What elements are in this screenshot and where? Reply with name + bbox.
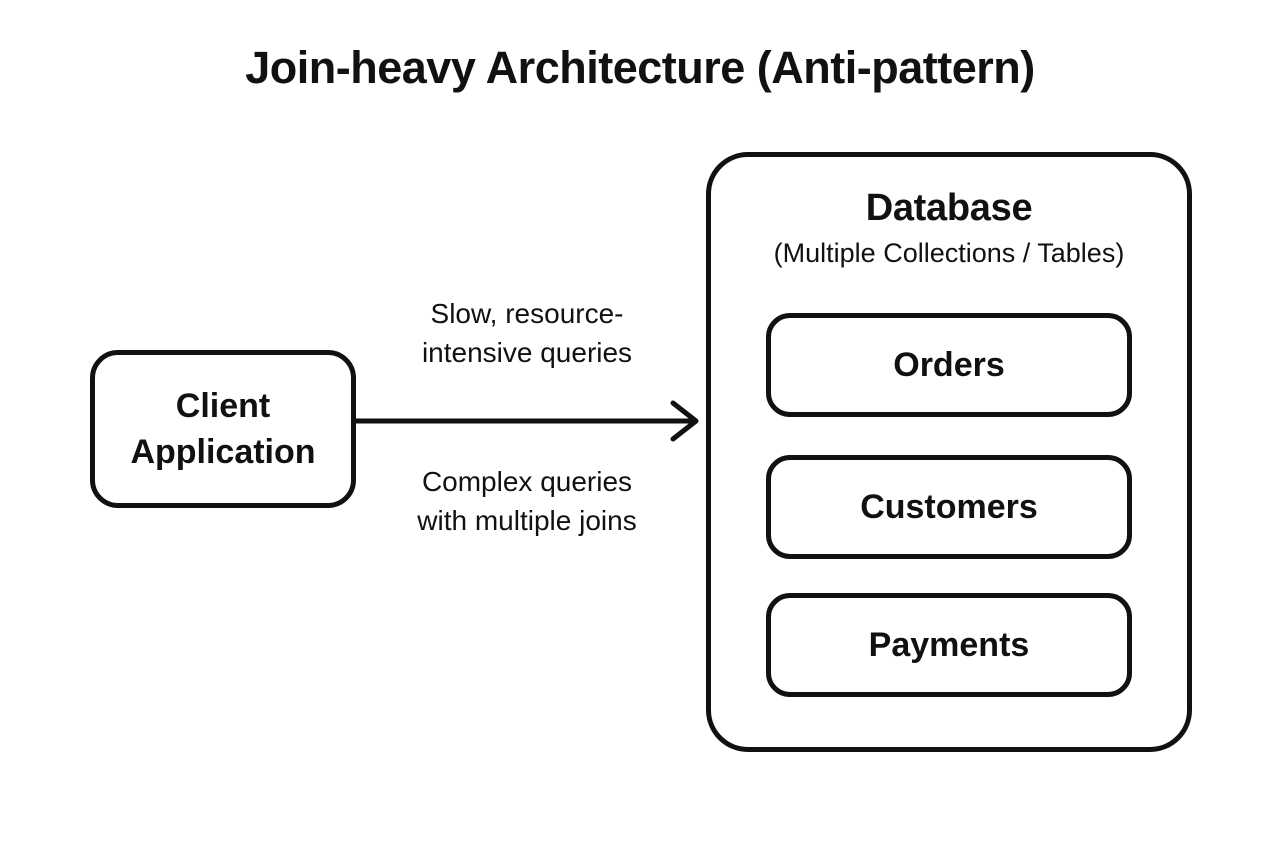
database-title: Database xyxy=(865,187,1033,229)
collection-label-orders: Orders xyxy=(893,345,1005,384)
client-application-node: Client Application xyxy=(90,350,356,508)
arrow-label-top: Slow, resource- intensive queries xyxy=(421,298,633,368)
collection-node-orders: Orders xyxy=(766,313,1132,417)
database-subtitle: (Multiple Collections / Tables) xyxy=(773,238,1125,268)
database-node: Database (Multiple Collections / Tables)… xyxy=(706,152,1192,752)
arrow-client-to-database xyxy=(356,400,699,442)
collection-node-customers: Customers xyxy=(766,455,1132,559)
diagram-title: Join-heavy Architecture (Anti-pattern) xyxy=(245,42,1035,93)
collection-node-payments: Payments xyxy=(766,593,1132,697)
client-application-label: Client Application xyxy=(130,387,316,471)
collection-label-customers: Customers xyxy=(860,487,1038,526)
arrow-label-bottom: Complex queries with multiple joins xyxy=(417,466,637,536)
collection-label-payments: Payments xyxy=(868,625,1030,664)
arrow-head xyxy=(670,400,699,442)
